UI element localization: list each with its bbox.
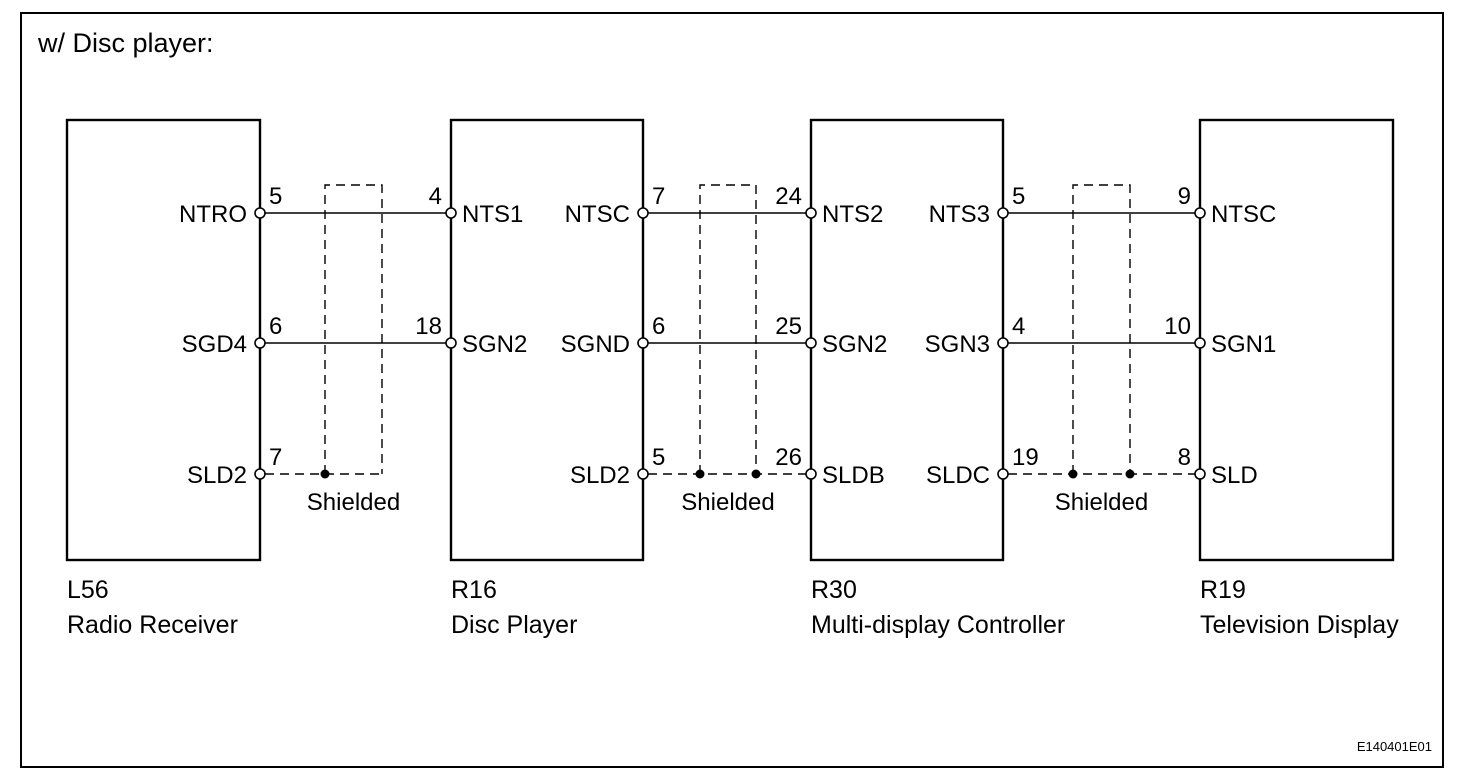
- shield-label: Shielded: [681, 489, 774, 516]
- shield-junction: [1068, 469, 1078, 479]
- shield-label: Shielded: [307, 489, 400, 516]
- pin-label: SLD: [1211, 462, 1258, 489]
- diagram-heading: w/ Disc player:: [38, 28, 214, 58]
- pin-label: NTS3: [929, 201, 990, 228]
- pin-number: 5: [269, 183, 282, 210]
- pin-number: 7: [269, 444, 282, 471]
- shield-enclosure: [699, 184, 757, 474]
- terminal: [254, 337, 266, 349]
- pin-label: SGN2: [462, 331, 527, 358]
- shield-enclosure: [324, 184, 383, 474]
- component-name: Radio Receiver: [67, 611, 238, 639]
- pin-number: 10: [1164, 313, 1191, 340]
- pin-number: 18: [415, 313, 442, 340]
- pin-number: 8: [1178, 444, 1191, 471]
- pin-number: 9: [1178, 183, 1191, 210]
- pin-label: SGN2: [822, 331, 887, 358]
- pin-number: 19: [1012, 444, 1039, 471]
- component-id: L56: [67, 576, 109, 604]
- pin-label: SGN3: [925, 331, 990, 358]
- terminal: [1194, 468, 1206, 480]
- terminal: [1194, 207, 1206, 219]
- component-name: Television Display: [1200, 611, 1399, 639]
- terminal: [1194, 337, 1206, 349]
- shield-junction: [1125, 469, 1135, 479]
- terminal: [997, 337, 1009, 349]
- component-name: Disc Player: [451, 611, 577, 639]
- component-id: R16: [451, 576, 497, 604]
- pin-label: NTS1: [462, 201, 523, 228]
- pin-number: 7: [652, 183, 665, 210]
- shield-enclosure: [1072, 184, 1131, 474]
- pin-number: 5: [1012, 183, 1025, 210]
- pin-number: 25: [775, 313, 802, 340]
- pin-label: SLDB: [822, 462, 885, 489]
- terminal: [445, 337, 457, 349]
- shield-junction: [320, 469, 330, 479]
- component-box-r30: [809, 118, 1005, 562]
- terminal: [637, 207, 649, 219]
- document-code: E140401E01: [1356, 739, 1432, 754]
- pin-number: 6: [652, 313, 665, 340]
- pin-label: SLD2: [570, 462, 630, 489]
- terminal: [805, 468, 817, 480]
- pin-number: 4: [1012, 313, 1025, 340]
- shield-label: Shielded: [1055, 489, 1148, 516]
- terminal: [637, 337, 649, 349]
- pin-label: NTS2: [822, 201, 883, 228]
- pin-label: SGD4: [182, 331, 247, 358]
- pin-number: 26: [775, 444, 802, 471]
- pin-label: SLDC: [926, 462, 990, 489]
- component-box-r19: [1198, 118, 1395, 562]
- shield-junction: [751, 469, 761, 479]
- pin-label: SLD2: [187, 462, 247, 489]
- pin-label: NTSC: [1211, 201, 1276, 228]
- terminal: [254, 207, 266, 219]
- pin-number: 6: [269, 313, 282, 340]
- component-id: R30: [811, 576, 857, 604]
- component-id: R19: [1200, 576, 1246, 604]
- pin-label: SGND: [561, 331, 630, 358]
- terminal: [637, 468, 649, 480]
- terminal: [805, 207, 817, 219]
- terminal: [997, 468, 1009, 480]
- diagram-frame: [20, 12, 1444, 768]
- pin-number: 24: [775, 183, 802, 210]
- shield-junction: [695, 469, 705, 479]
- pin-number: 5: [652, 444, 665, 471]
- terminal: [997, 207, 1009, 219]
- pin-label: SGN1: [1211, 331, 1276, 358]
- pin-number: 4: [429, 183, 442, 210]
- terminal: [445, 207, 457, 219]
- terminal: [805, 337, 817, 349]
- pin-label: NTSC: [565, 201, 630, 228]
- pin-label: NTRO: [179, 201, 247, 228]
- component-name: Multi-display Controller: [811, 611, 1065, 639]
- terminal: [254, 468, 266, 480]
